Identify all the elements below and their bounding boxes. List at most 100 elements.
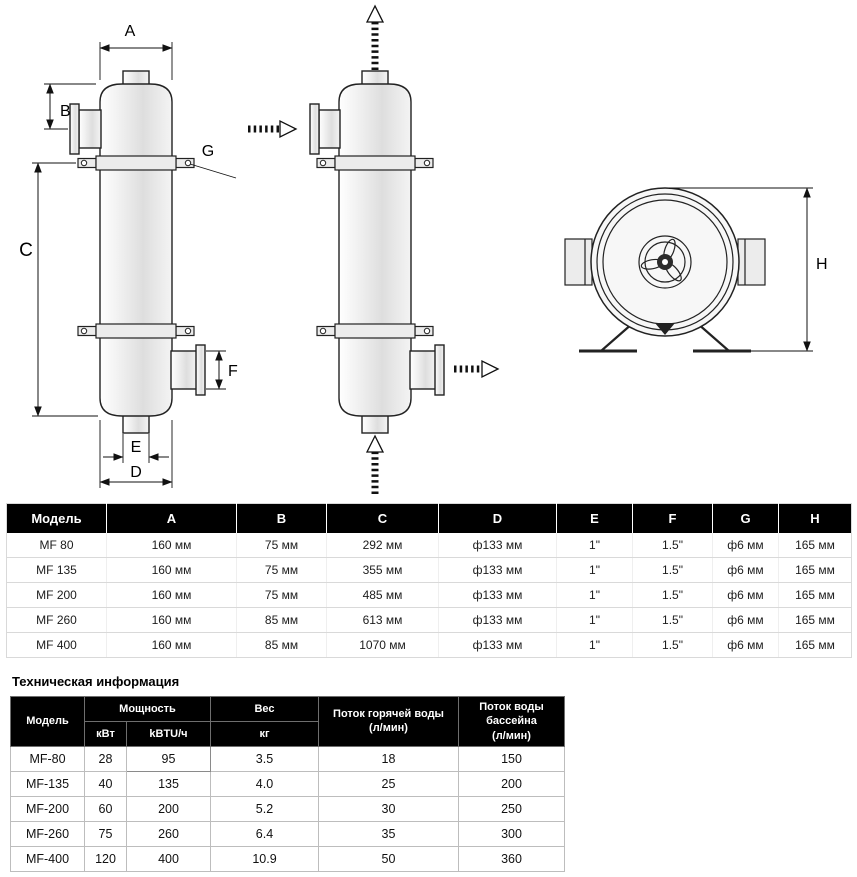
col-header-d: D [438, 503, 557, 533]
cell: 400 [126, 845, 211, 872]
dim-label-d: D [130, 464, 142, 481]
cell: ф133 мм [438, 607, 557, 633]
cell: 75 [84, 820, 127, 847]
cell: 3.5 [210, 745, 319, 772]
tech-header-row-2: кВт kBTU/ч кг [11, 720, 565, 747]
col-header-kg: кг [210, 720, 319, 747]
col-header-g: G [712, 503, 779, 533]
cell: 18 [318, 745, 459, 772]
bottom-notch [655, 323, 675, 335]
top-port [122, 70, 150, 86]
cell: 1.5" [632, 532, 713, 558]
cell: 85 мм [236, 632, 327, 658]
pool-flow-name: Поток воды бассейна [479, 701, 544, 728]
cell: 165 мм [778, 557, 852, 583]
flow-view-drawing [248, 4, 500, 494]
col-header-b: B [236, 503, 327, 533]
cell: 85 мм [236, 607, 327, 633]
table-row: MF-260 75 260 6.4 35 300 [10, 820, 565, 847]
cell: 1" [556, 632, 633, 658]
cell: 10.9 [210, 845, 319, 872]
cell-model: MF-135 [10, 770, 85, 797]
cell: 30 [318, 795, 459, 822]
cell: 1070 мм [326, 632, 439, 658]
left-port [564, 238, 593, 286]
cell-model: MF 135 [6, 557, 107, 583]
dim-label-g: G [202, 143, 214, 160]
upper-side-port [309, 103, 341, 155]
vessel-flow-view [309, 70, 445, 434]
table-row: MF 200 160 мм 75 мм 485 мм ф133 мм 1" 1.… [6, 582, 852, 608]
cell: 1.5" [632, 557, 713, 583]
vessel-body [99, 83, 173, 417]
cell: 25 [318, 770, 459, 797]
hub-impeller [638, 235, 692, 289]
cell: ф133 мм [438, 532, 557, 558]
bottom-port [122, 414, 150, 434]
col-header-model: Модель [6, 503, 107, 533]
cell: 613 мм [326, 607, 439, 633]
table-row: MF-135 40 135 4.0 25 200 [10, 770, 565, 797]
dim-label-a: A [125, 23, 136, 40]
table-row: MF 80 160 мм 75 мм 292 мм ф133 мм 1" 1.5… [6, 532, 852, 558]
cell: 355 мм [326, 557, 439, 583]
col-header-h: H [778, 503, 852, 533]
cell: 165 мм [778, 532, 852, 558]
tech-header-row-1: Модель Мощность Вес Поток горячей воды (… [10, 696, 565, 747]
tech-info-title: Техническая информация [12, 674, 180, 689]
front-view-drawing: H [564, 187, 828, 353]
cell: ф133 мм [438, 582, 557, 608]
cell: 160 мм [106, 532, 237, 558]
cell-model: MF 200 [6, 582, 107, 608]
dimension-annotations: A B C G F [19, 23, 238, 488]
cell: 160 мм [106, 632, 237, 658]
cell-model: MF-80 [10, 745, 85, 772]
lower-clamp-band [316, 323, 434, 339]
cell-model: MF 400 [6, 632, 107, 658]
cell: ф6 мм [712, 532, 779, 558]
col-header-weight: Вес [210, 696, 319, 722]
cell: 1.5" [632, 632, 713, 658]
col-header-kw: кВт [84, 720, 127, 747]
tech-info-table: Модель Мощность Вес Поток горячей воды (… [10, 696, 565, 872]
col-header-a: A [106, 503, 237, 533]
cell: 5.2 [210, 795, 319, 822]
cell: 165 мм [778, 632, 852, 658]
pool-flow-unit: (л/мин) [492, 729, 531, 742]
hot-flow-name: Поток горячей воды [333, 708, 444, 721]
cell: 165 мм [778, 582, 852, 608]
dim-label-h: H [816, 256, 828, 273]
cell: ф6 мм [712, 582, 779, 608]
col-header-kbtu: kBTU/ч [126, 720, 211, 747]
cell: ф6 мм [712, 632, 779, 658]
cell: 95 [126, 745, 211, 772]
cell: 160 мм [106, 557, 237, 583]
cell: 1" [556, 607, 633, 633]
vessel-side-view [69, 70, 206, 434]
cell: 60 [84, 795, 127, 822]
cell: 300 [458, 820, 565, 847]
cell: 4.0 [210, 770, 319, 797]
col-header-power: Мощность [84, 696, 211, 722]
mounting-legs [579, 322, 751, 353]
cell: 165 мм [778, 607, 852, 633]
cell: 120 [84, 845, 127, 872]
dimension-annotation-h: H [669, 187, 828, 352]
cell: 160 мм [106, 582, 237, 608]
table-row: MF 135 160 мм 75 мм 355 мм ф133 мм 1" 1.… [6, 557, 852, 583]
flow-arrow-right [454, 359, 500, 379]
cell: ф133 мм [438, 632, 557, 658]
upper-clamp-band [77, 155, 195, 171]
cell: 135 [126, 770, 211, 797]
lower-side-port [409, 344, 445, 396]
table-row: MF-400 120 400 10.9 50 360 [10, 845, 565, 872]
col-header-hot-flow: Поток горячей воды (л/мин) [318, 696, 459, 747]
dim-label-e: E [131, 439, 142, 456]
dim-label-f: F [228, 363, 238, 380]
vessel-body [338, 83, 412, 417]
cell: 360 [458, 845, 565, 872]
cell-model: MF-260 [10, 820, 85, 847]
cell-model: MF-400 [10, 845, 85, 872]
cell: 75 мм [236, 532, 327, 558]
